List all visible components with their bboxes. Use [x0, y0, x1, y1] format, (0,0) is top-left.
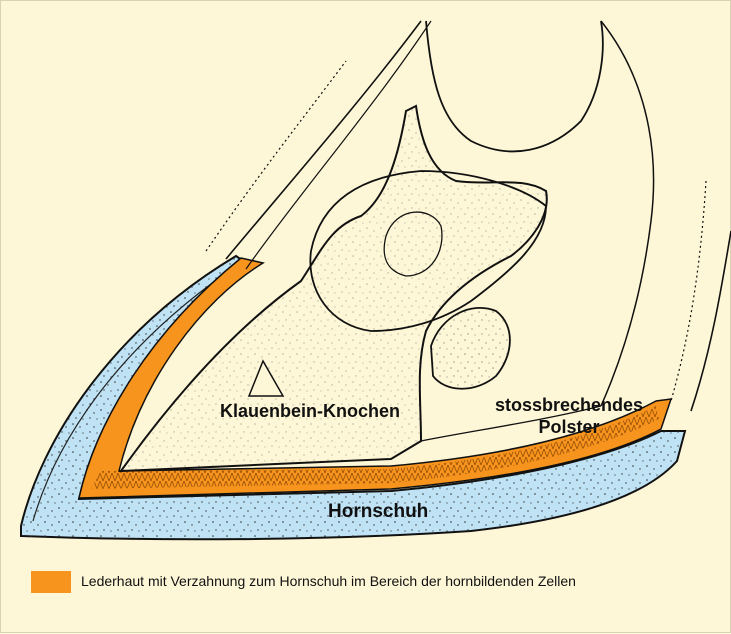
digital-cushion-outline: [601, 21, 654, 406]
hair-line-back: [691, 231, 731, 411]
long-pastern: [426, 21, 603, 151]
label-digital-cushion-line2: Polster: [495, 416, 643, 438]
label-horn-shoe: Hornschuh: [328, 501, 428, 523]
label-digital-cushion: stossbrechendes Polster: [495, 394, 643, 438]
label-digital-cushion-line1: stossbrechendes: [495, 394, 643, 416]
legend-swatch: [31, 571, 71, 593]
legend-text: Lederhaut mit Verzahnung zum Hornschuh i…: [81, 573, 576, 589]
label-coffin-bone: Klauenbein-Knochen: [220, 401, 400, 422]
